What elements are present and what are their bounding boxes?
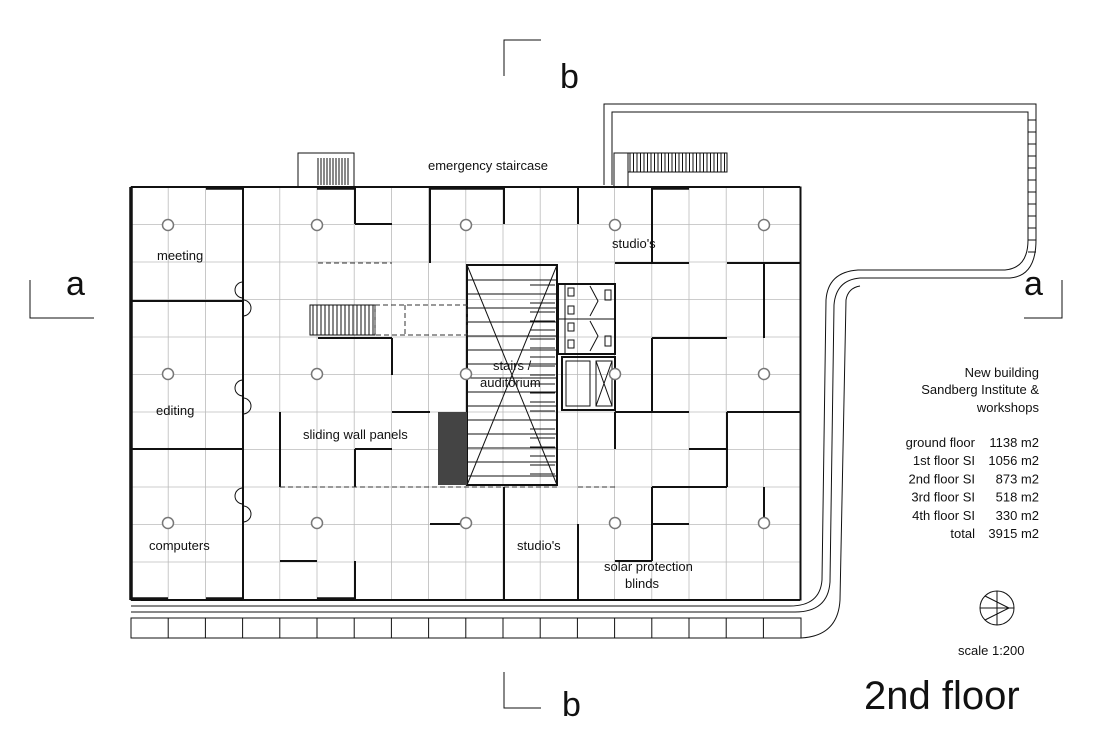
- area-floor-label: total: [950, 526, 975, 541]
- label-meeting: meeting: [157, 248, 203, 263]
- column: [161, 367, 175, 381]
- column: [608, 516, 622, 530]
- label-sliding-wall-panels: sliding wall panels: [303, 427, 408, 442]
- column: [459, 367, 473, 381]
- column: [608, 367, 622, 381]
- area-value: 1138 m2: [989, 435, 1039, 450]
- label-emergency-staircase: emergency staircase: [428, 158, 548, 173]
- column: [757, 516, 771, 530]
- area-floor-label: 3rd floor SI: [911, 490, 975, 505]
- building-line-2: Sandberg Institute &: [921, 382, 1039, 397]
- scale-label: scale 1:200: [958, 643, 1025, 658]
- floor-grid: [131, 187, 800, 600]
- building-line-3: workshops: [976, 400, 1040, 415]
- label-computers: computers: [149, 538, 210, 553]
- label-solar-protection: solar protection: [604, 559, 693, 574]
- area-value: 3915 m2: [988, 526, 1039, 541]
- section-a-right: a: [1024, 265, 1043, 303]
- label-stairs: stairs /: [493, 358, 532, 373]
- area-floor-label: 2nd floor SI: [909, 471, 976, 486]
- section-b-bottom: b: [562, 686, 581, 724]
- column: [310, 516, 324, 530]
- label-studios-top: studio's: [612, 236, 656, 251]
- section-a-left: a: [66, 265, 85, 303]
- column: [459, 516, 473, 530]
- label-blinds: blinds: [625, 576, 659, 591]
- interior-walls: [131, 188, 800, 600]
- area-value: 518 m2: [996, 490, 1039, 505]
- column: [757, 367, 771, 381]
- area-floor-label: ground floor: [906, 435, 976, 450]
- label-auditorium: auditorium: [480, 375, 541, 390]
- floor-title: 2nd floor: [864, 674, 1020, 718]
- label-studios-bottom: studio's: [517, 538, 561, 553]
- area-value: 873 m2: [996, 471, 1039, 486]
- column: [459, 218, 473, 232]
- column: [310, 367, 324, 381]
- column: [161, 516, 175, 530]
- area-value: 330 m2: [996, 508, 1039, 523]
- stairs-auditorium-core: [309, 264, 558, 486]
- section-b-top: b: [560, 58, 579, 96]
- building-info: New building Sandberg Institute & worksh…: [906, 365, 1040, 541]
- area-value: 1056 m2: [988, 453, 1039, 468]
- column: [757, 218, 771, 232]
- north-arrow-icon: [979, 590, 1015, 626]
- emergency-staircase: [297, 152, 728, 188]
- room-labels: meeting editing computers studio's studi…: [149, 158, 693, 591]
- column: [161, 218, 175, 232]
- building-line-1: New building: [965, 365, 1039, 380]
- section-markers: b b a a: [29, 39, 1063, 724]
- column: [608, 218, 622, 232]
- structural-columns: [161, 218, 771, 530]
- column: [310, 218, 324, 232]
- area-floor-label: 1st floor SI: [913, 453, 975, 468]
- balcony: [130, 103, 1037, 639]
- label-editing: editing: [156, 403, 194, 418]
- area-floor-label: 4th floor SI: [912, 508, 975, 523]
- toilets-elevator: [557, 283, 616, 411]
